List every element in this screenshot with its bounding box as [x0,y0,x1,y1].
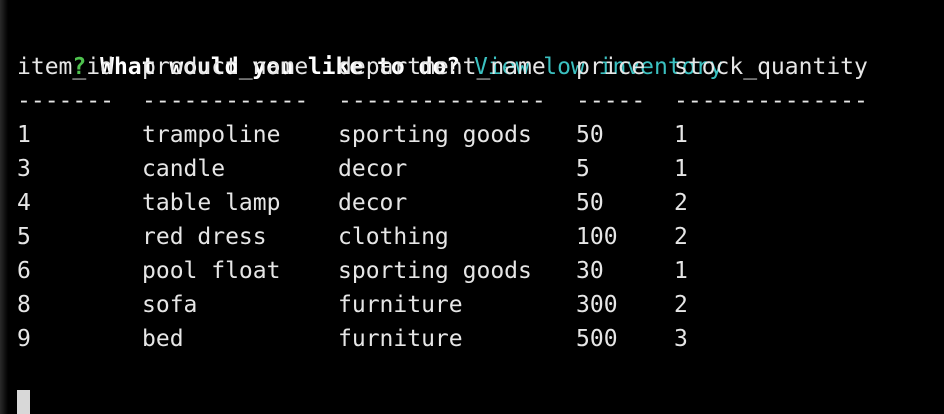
header-item-id: item_id [17,54,114,80]
header-price: price [576,54,646,80]
table-separator-row: ------- ------------ --------------- ---… [17,84,917,118]
cell-price: 5 [576,156,590,182]
cell-item-id: 3 [17,156,31,182]
cell-department-name: furniture [338,292,463,318]
header-department-name: department_name [338,54,546,80]
cell-stock-quantity: 1 [674,122,688,148]
cell-product-name: candle [142,156,226,182]
separator-department-name: --------------- [338,88,546,114]
cell-product-name: bed [142,326,184,352]
cell-product-name: pool float [142,258,281,284]
cell-department-name: decor [338,156,408,182]
cell-price: 300 [576,292,618,318]
header-stock-quantity: stock_quantity [674,54,868,80]
table-row: 9 bed furniture 500 3 [17,322,917,356]
prompt-question-mark: ? [72,54,87,80]
separator-stock-quantity: -------------- [674,88,868,114]
table-row: 5 red dress clothing 100 2 [17,220,917,254]
table-row: 3 candle decor 5 1 [17,152,917,186]
cell-item-id: 4 [17,190,31,216]
cell-product-name: trampoline [142,122,281,148]
table-row: 4 table lamp decor 50 2 [17,186,917,220]
cell-price: 50 [576,122,604,148]
cell-department-name: decor [338,190,408,216]
prompt-question-text: What would you like to do? [100,54,461,80]
cell-stock-quantity: 2 [674,292,688,318]
cell-price: 100 [576,224,618,250]
table-row: 8 sofa furniture 300 2 [17,288,917,322]
cell-stock-quantity: 2 [674,190,688,216]
table-row: 1 trampoline sporting goods 50 1 [17,118,917,152]
cell-stock-quantity: 2 [674,224,688,250]
cell-stock-quantity: 3 [674,326,688,352]
cell-price: 30 [576,258,604,284]
separator-item-id: ------- [17,88,114,114]
cell-item-id: 8 [17,292,31,318]
terminal-cursor [17,390,30,414]
header-product-name: product_name [142,54,309,80]
cell-department-name: sporting goods [338,122,532,148]
cell-product-name: table lamp [142,190,281,216]
separator-price: ----- [576,88,646,114]
cell-item-id: 6 [17,258,31,284]
cell-department-name: furniture [338,326,463,352]
cell-item-id: 9 [17,326,31,352]
window-edge [0,0,8,414]
cell-department-name: sporting goods [338,258,532,284]
prompt-selected-answer: View low inventory [474,54,724,80]
cell-price: 500 [576,326,618,352]
cell-product-name: sofa [142,292,198,318]
cell-price: 50 [576,190,604,216]
cell-stock-quantity: 1 [674,258,688,284]
cell-department-name: clothing [338,224,449,250]
terminal-output[interactable]: ? What would you like to do? View low in… [17,16,944,414]
cell-product-name: red dress [142,224,267,250]
table-row: 6 pool float sporting goods 30 1 [17,254,917,288]
table-header-row: item_id product_name department_name pri… [17,50,917,84]
cell-item-id: 5 [17,224,31,250]
inquirer-prompt: ? What would you like to do? View low in… [17,16,723,80]
separator-product-name: ------------ [142,88,309,114]
cell-item-id: 1 [17,122,31,148]
cell-stock-quantity: 1 [674,156,688,182]
